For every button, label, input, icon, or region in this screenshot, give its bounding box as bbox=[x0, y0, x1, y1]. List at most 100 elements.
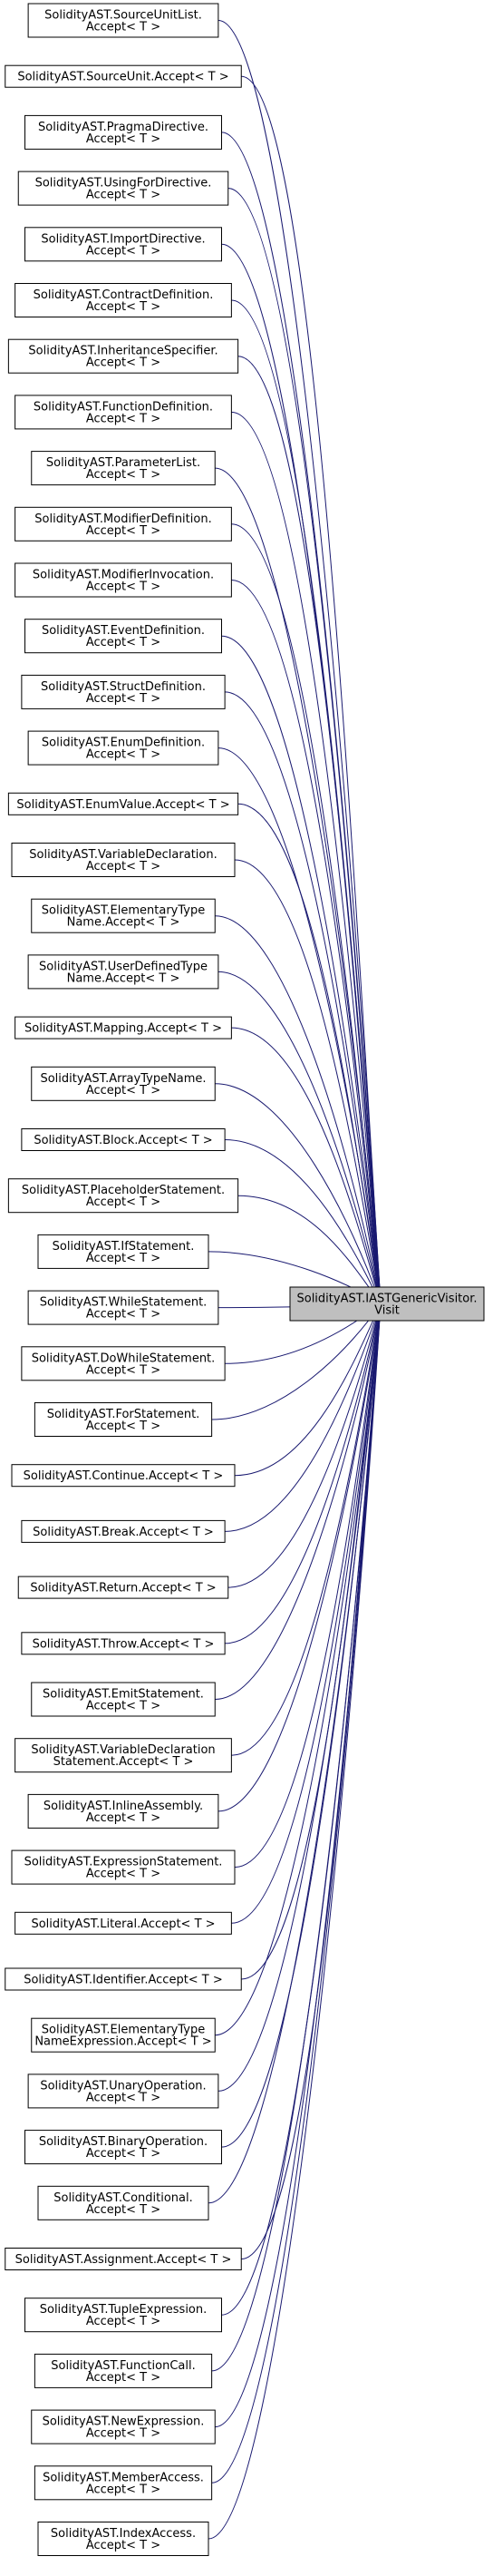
node-label: SolidityAST.Literal.Accept< T > bbox=[31, 1917, 215, 1931]
node-box bbox=[21, 1632, 226, 1655]
edge-30 bbox=[215, 1303, 383, 1700]
caller-node-0[interactable]: SolidityAST.SourceUnitList.Accept< T > bbox=[27, 3, 219, 38]
caller-node-45[interactable]: SolidityAST.IndexAccess.Accept< T > bbox=[37, 2522, 209, 2556]
node-label: Accept< T > bbox=[86, 1084, 160, 1098]
caller-node-34[interactable]: SolidityAST.Literal.Accept< T > bbox=[14, 1911, 232, 1935]
node-label: SolidityAST.IndexAccess. bbox=[51, 2527, 196, 2541]
node-label: Accept< T > bbox=[86, 2539, 160, 2552]
node-box bbox=[31, 2409, 216, 2444]
caller-node-21[interactable]: SolidityAST.PlaceholderStatement.Accept<… bbox=[7, 1178, 239, 1214]
node-box bbox=[5, 64, 242, 88]
node-box bbox=[17, 171, 229, 206]
node-box bbox=[17, 1576, 229, 1599]
node-box bbox=[21, 1519, 226, 1543]
node-label: SolidityAST.EventDefinition. bbox=[42, 624, 205, 638]
target-node-visit[interactable]: SolidityAST.IASTGenericVisitor.Visit bbox=[289, 1286, 485, 1322]
node-box bbox=[27, 1290, 219, 1325]
node-label: SolidityAST.IfStatement. bbox=[53, 1240, 195, 1254]
caller-node-30[interactable]: SolidityAST.EmitStatement.Accept< T > bbox=[31, 1682, 216, 1717]
caller-node-3[interactable]: SolidityAST.UsingForDirective.Accept< T … bbox=[17, 171, 229, 206]
caller-node-39[interactable]: SolidityAST.Conditional.Accept< T > bbox=[37, 2185, 209, 2220]
caller-node-11[interactable]: SolidityAST.EventDefinition.Accept< T > bbox=[24, 619, 222, 654]
node-label: Statement.Accept< T > bbox=[53, 1755, 194, 1769]
node-label: SolidityAST.InheritanceSpecifier. bbox=[28, 345, 218, 358]
node-label: SolidityAST.Mapping.Accept< T > bbox=[24, 1022, 222, 1036]
node-label: Accept< T > bbox=[86, 1308, 160, 1322]
caller-node-4[interactable]: SolidityAST.ImportDirective.Accept< T > bbox=[24, 227, 222, 262]
caller-node-2[interactable]: SolidityAST.PragmaDirective.Accept< T > bbox=[24, 114, 222, 150]
caller-node-41[interactable]: SolidityAST.TupleExpression.Accept< T > bbox=[24, 2298, 222, 2333]
edge-15 bbox=[234, 859, 383, 1305]
caller-node-37[interactable]: SolidityAST.UnaryOperation.Accept< T > bbox=[27, 2073, 219, 2109]
edge-43 bbox=[215, 1303, 384, 2428]
node-label: Accept< T > bbox=[86, 636, 160, 649]
caller-node-15[interactable]: SolidityAST.VariableDeclaration.Accept< … bbox=[11, 843, 236, 877]
edge-3 bbox=[227, 188, 384, 1305]
caller-node-28[interactable]: SolidityAST.Return.Accept< T > bbox=[17, 1576, 229, 1599]
edge-27 bbox=[225, 1303, 382, 1532]
caller-node-36[interactable]: SolidityAST.ElementaryTypeNameExpression… bbox=[31, 2017, 216, 2053]
edge-33 bbox=[234, 1303, 383, 1869]
node-box bbox=[37, 1234, 209, 1269]
caller-node-6[interactable]: SolidityAST.InheritanceSpecifier.Accept<… bbox=[7, 338, 239, 374]
edge-20 bbox=[225, 1139, 382, 1305]
node-label: Accept< T > bbox=[86, 1195, 160, 1209]
edge-12 bbox=[225, 691, 383, 1305]
edge-42 bbox=[211, 1303, 384, 2372]
caller-node-9[interactable]: SolidityAST.ModifierDefinition.Accept< T… bbox=[14, 506, 232, 542]
caller-node-22[interactable]: SolidityAST.IfStatement.Accept< T > bbox=[37, 1234, 209, 1269]
caller-node-38[interactable]: SolidityAST.BinaryOperation.Accept< T > bbox=[24, 2130, 222, 2165]
node-box bbox=[21, 1346, 226, 1381]
node-label: SolidityAST.ArrayTypeName. bbox=[40, 1072, 206, 1086]
node-label: SolidityAST.VariableDeclaration bbox=[31, 1743, 215, 1757]
caller-node-5[interactable]: SolidityAST.ContractDefinition.Accept< T… bbox=[14, 283, 232, 317]
node-box bbox=[11, 1849, 236, 1885]
caller-node-8[interactable]: SolidityAST.ParameterList.Accept< T > bbox=[31, 451, 216, 486]
node-label: NameExpression.Accept< T > bbox=[34, 2035, 211, 2049]
edge-16 bbox=[215, 915, 383, 1305]
edge-44 bbox=[211, 1303, 384, 2483]
node-label: Visit bbox=[374, 1304, 400, 1318]
caller-node-23[interactable]: SolidityAST.WhileStatement.Accept< T > bbox=[27, 1290, 219, 1325]
edge-0 bbox=[218, 20, 384, 1305]
caller-node-27[interactable]: SolidityAST.Break.Accept< T > bbox=[21, 1519, 226, 1543]
caller-node-29[interactable]: SolidityAST.Throw.Accept< T > bbox=[21, 1632, 226, 1655]
caller-node-42[interactable]: SolidityAST.FunctionCall.Accept< T > bbox=[34, 2353, 213, 2388]
caller-node-14[interactable]: SolidityAST.EnumValue.Accept< T > bbox=[7, 792, 239, 815]
caller-node-33[interactable]: SolidityAST.ExpressionStatement.Accept< … bbox=[11, 1849, 236, 1885]
caller-node-18[interactable]: SolidityAST.Mapping.Accept< T > bbox=[14, 1016, 232, 1039]
caller-node-19[interactable]: SolidityAST.ArrayTypeName.Accept< T > bbox=[31, 1066, 216, 1101]
node-label: SolidityAST.StructDefinition. bbox=[41, 680, 206, 694]
caller-node-12[interactable]: SolidityAST.StructDefinition.Accept< T > bbox=[21, 674, 226, 709]
caller-node-1[interactable]: SolidityAST.SourceUnit.Accept< T > bbox=[5, 64, 242, 88]
caller-node-13[interactable]: SolidityAST.EnumDefinition.Accept< T > bbox=[27, 730, 219, 766]
caller-node-31[interactable]: SolidityAST.VariableDeclarationStatement… bbox=[14, 1738, 232, 1773]
node-box bbox=[24, 2298, 222, 2333]
edge-9 bbox=[231, 523, 384, 1305]
node-label: SolidityAST.Return.Accept< T > bbox=[30, 1582, 216, 1595]
node-box bbox=[27, 954, 219, 990]
node-box bbox=[34, 2353, 213, 2388]
node-label: SolidityAST.SourceUnit.Accept< T > bbox=[17, 71, 228, 84]
node-label: SolidityAST.EmitStatement. bbox=[43, 1688, 204, 1702]
caller-node-43[interactable]: SolidityAST.NewExpression.Accept< T > bbox=[31, 2409, 216, 2444]
node-label: SolidityAST.UnaryOperation. bbox=[40, 2079, 206, 2093]
edge-38 bbox=[221, 1303, 384, 2148]
caller-node-20[interactable]: SolidityAST.Block.Accept< T > bbox=[21, 1128, 226, 1151]
caller-node-35[interactable]: SolidityAST.Identifier.Accept< T > bbox=[5, 1967, 242, 1991]
node-box bbox=[24, 227, 222, 262]
caller-node-10[interactable]: SolidityAST.ModifierInvocation.Accept< T… bbox=[14, 562, 232, 598]
caller-node-25[interactable]: SolidityAST.ForStatement.Accept< T > bbox=[34, 1402, 213, 1437]
edge-36 bbox=[215, 1303, 384, 2036]
caller-node-40[interactable]: SolidityAST.Assignment.Accept< T > bbox=[5, 2248, 242, 2270]
caller-node-44[interactable]: SolidityAST.MemberAccess.Accept< T > bbox=[34, 2465, 213, 2501]
edges-layer bbox=[208, 20, 384, 2540]
caller-node-32[interactable]: SolidityAST.InlineAssembly.Accept< T > bbox=[27, 1793, 219, 1829]
node-label: Name.Accept< T > bbox=[67, 971, 180, 985]
caller-node-24[interactable]: SolidityAST.DoWhileStatement.Accept< T > bbox=[21, 1346, 226, 1381]
caller-node-26[interactable]: SolidityAST.Continue.Accept< T > bbox=[11, 1464, 236, 1488]
caller-node-17[interactable]: SolidityAST.UserDefinedTypeName.Accept< … bbox=[27, 954, 219, 990]
node-box bbox=[27, 3, 219, 38]
caller-node-7[interactable]: SolidityAST.FunctionDefinition.Accept< T… bbox=[14, 395, 232, 430]
